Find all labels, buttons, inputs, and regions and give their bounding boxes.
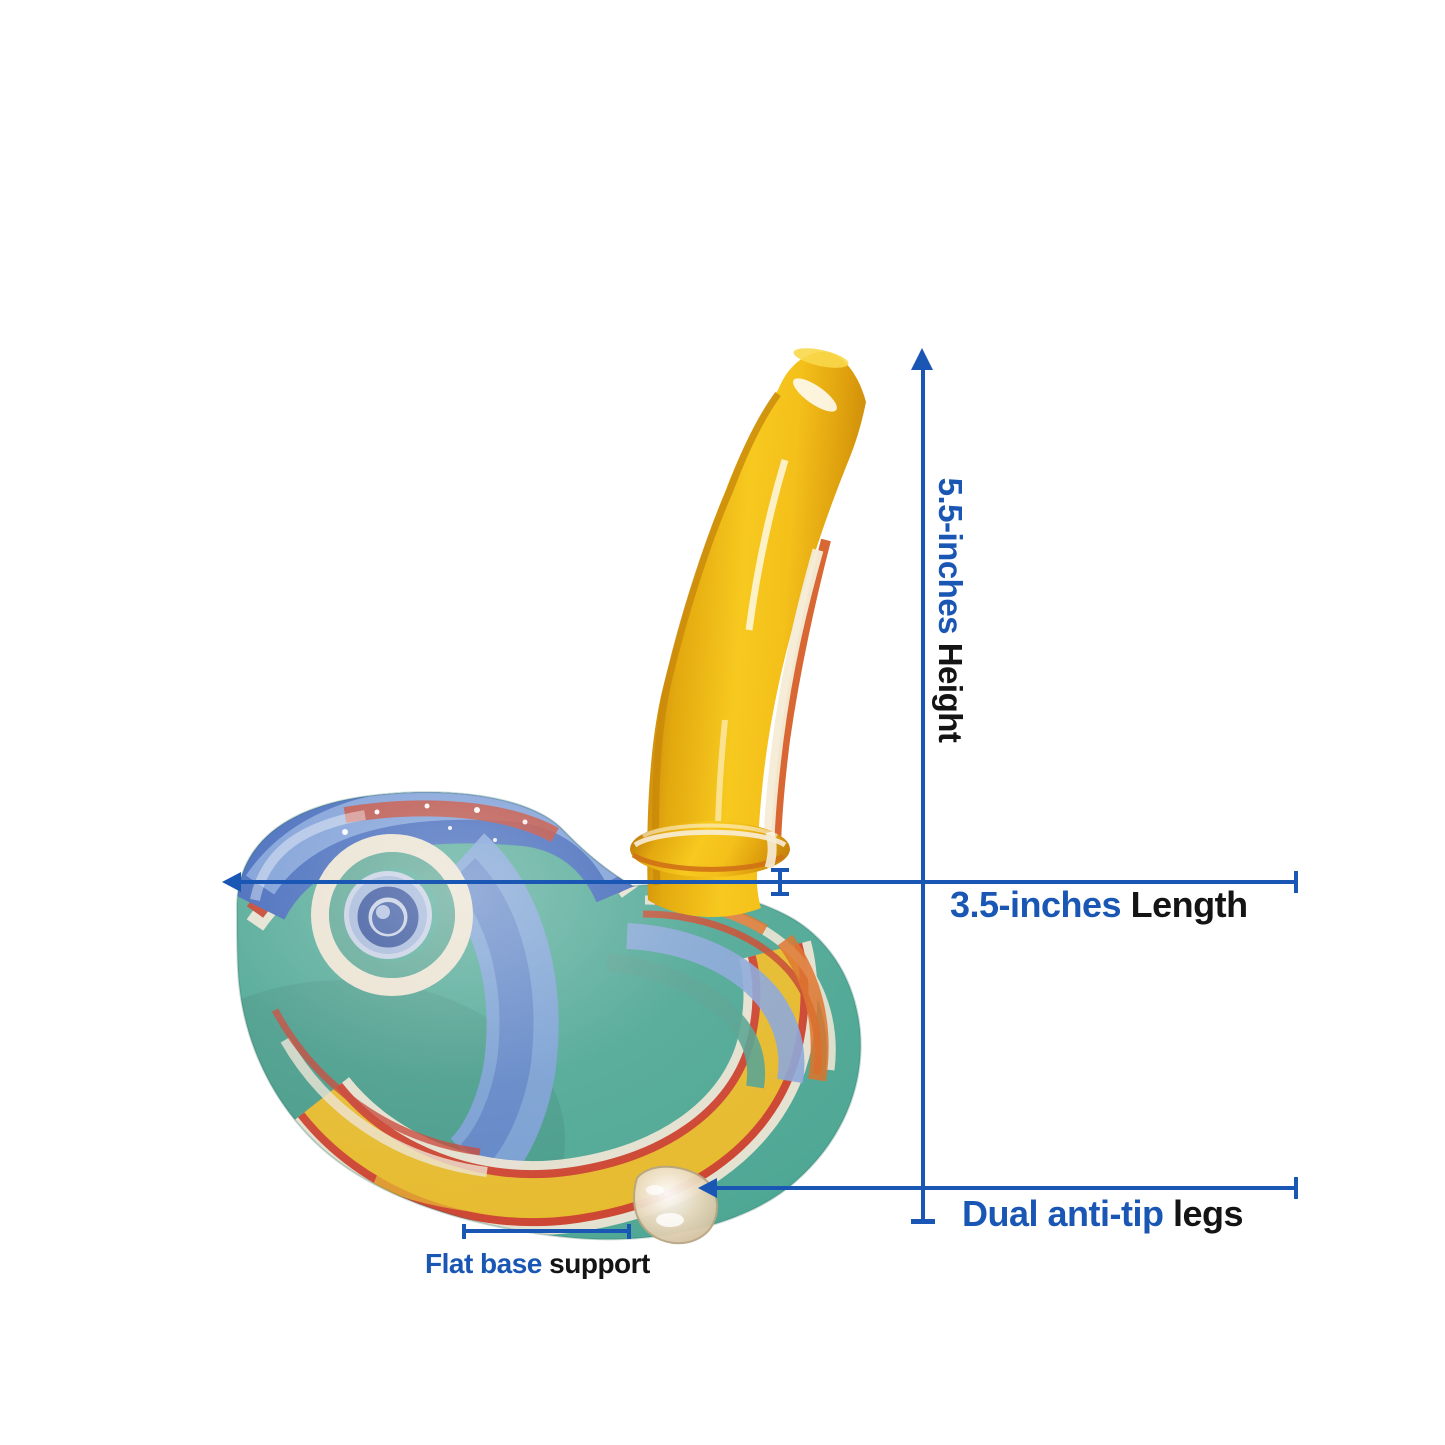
base-line-right-cap: [627, 1224, 631, 1239]
legs-annotation-line: [715, 1186, 1298, 1190]
height-measure-text: 5.5-inches: [932, 477, 969, 635]
legs-suffix-text: legs: [1163, 1193, 1244, 1234]
tick-stem: [778, 871, 782, 893]
height-suffix-text: Height: [932, 634, 969, 743]
length-dimension-line: [239, 880, 1298, 884]
length-arrow-left-icon: [222, 872, 241, 892]
legs-arrow-left-icon: [698, 1178, 717, 1198]
glass-pipe-photo: [225, 340, 885, 1255]
legs-label: Dual anti-tip legs: [962, 1193, 1244, 1235]
length-measure-text: 3.5-inches: [950, 884, 1122, 925]
length-line-tick: [771, 868, 789, 896]
legs-line-end-cap: [1294, 1177, 1298, 1199]
length-suffix-text: Length: [1121, 884, 1248, 925]
glass-pipe-illustration: [235, 348, 866, 1245]
tick-top-bar: [771, 868, 789, 872]
base-measure-text: Flat base: [425, 1248, 542, 1279]
height-dimension-line: [921, 367, 925, 1221]
length-label: 3.5-inches Length: [950, 884, 1248, 926]
base-label: Flat base support: [425, 1248, 650, 1280]
base-measurement-line: [464, 1229, 628, 1233]
length-line-end-cap: [1294, 871, 1298, 893]
base-suffix-text: support: [541, 1248, 650, 1279]
height-line-bottom-cap: [911, 1219, 935, 1224]
height-arrow-up-icon: [911, 348, 933, 370]
tick-bottom-bar: [771, 892, 789, 896]
height-label: 5.5-inches Height: [931, 478, 969, 743]
legs-measure-text: Dual anti-tip: [962, 1193, 1164, 1234]
